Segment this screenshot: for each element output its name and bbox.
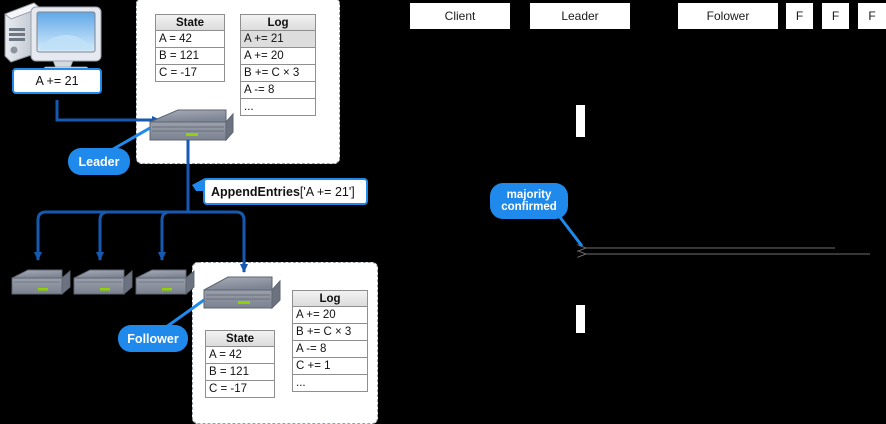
leader-log-entry: B += C × 3 xyxy=(240,65,316,82)
follower-log-entry: B += C × 3 xyxy=(292,324,368,341)
lifeline-label: F xyxy=(831,9,840,23)
desktop-computer-icon xyxy=(4,2,102,73)
leader-log-entry: ... xyxy=(240,99,316,116)
lifeline-header-follower[interactable]: Folower xyxy=(678,3,778,29)
follower-state-table: State A = 42 B = 121 C = -17 xyxy=(205,330,275,398)
majority-callout-line-1: majority xyxy=(506,189,552,201)
leader-log-table: Log A += 21 A += 20 B += C × 3 A -= 8 ..… xyxy=(240,14,316,116)
follower-state-row: C = -17 xyxy=(205,381,275,398)
majority-callout-line-2: confirmed xyxy=(501,201,557,213)
rpc-name: AppendEntries xyxy=(211,184,300,199)
leader-state-row: A = 42 xyxy=(155,31,225,48)
follower-state-row: B = 121 xyxy=(205,364,275,381)
leader-activation-bar-1 xyxy=(576,105,585,137)
follower-log-table: Log A += 20 B += C × 3 A -= 8 C += 1 ... xyxy=(292,290,368,392)
lifeline-label: Leader xyxy=(561,9,599,23)
follower-log-header: Log xyxy=(292,290,368,307)
leader-state-table: State A = 42 B = 121 C = -17 xyxy=(155,14,225,82)
append-entries-fanout xyxy=(34,210,248,273)
follower-server-icon-detail xyxy=(203,276,281,310)
lifeline-label: F xyxy=(795,9,804,23)
follower-state-header: State xyxy=(205,330,275,347)
follower-server-icon-2 xyxy=(73,269,133,295)
leader-server-icon xyxy=(149,109,234,142)
follower-server-icon-3 xyxy=(135,269,195,295)
lifeline-label: Folower xyxy=(706,9,750,23)
leader-log-entry: A += 21 xyxy=(240,31,316,48)
leader-state-header: State xyxy=(155,14,225,31)
follower-tag-label: Follower xyxy=(127,331,179,346)
lifeline-label: Client xyxy=(444,9,476,23)
follower-server-icon-1 xyxy=(11,269,71,295)
client-request-box: A += 21 xyxy=(12,68,102,94)
lifeline-header-follower-3[interactable]: F xyxy=(822,3,849,29)
lifeline-header-client[interactable]: Client xyxy=(410,3,510,29)
follower-log-entry: ... xyxy=(292,375,368,392)
leader-activation-bar-2 xyxy=(576,305,585,333)
lifeline-label: F xyxy=(868,9,876,23)
sequence-messages xyxy=(586,248,870,254)
follower-log-entry: A -= 8 xyxy=(292,341,368,358)
leader-tag-label: Leader xyxy=(78,154,120,169)
follower-log-entry: A += 20 xyxy=(292,307,368,324)
rpc-args: ['A += 21'] xyxy=(299,184,355,199)
leader-state-row: B = 121 xyxy=(155,48,225,65)
leader-state-row: C = -17 xyxy=(155,65,225,82)
client-request-label: A += 21 xyxy=(35,74,79,88)
lifeline-header-follower-4[interactable]: F xyxy=(858,3,886,29)
leader-tag: Leader xyxy=(68,148,130,175)
lifeline-header-follower-2[interactable]: F xyxy=(786,3,813,29)
leader-log-entry: A += 20 xyxy=(240,48,316,65)
follower-tag: Follower xyxy=(118,325,188,352)
leader-log-header: Log xyxy=(240,14,316,31)
append-entries-box: AppendEntries['A += 21'] xyxy=(203,178,368,205)
leader-log-entry: A -= 8 xyxy=(240,82,316,99)
follower-state-row: A = 42 xyxy=(205,347,275,364)
lifeline-header-leader[interactable]: Leader xyxy=(530,3,630,29)
client-request-arrow xyxy=(55,100,161,124)
follower-log-entry: C += 1 xyxy=(292,358,368,375)
majority-confirmed-callout: majority confirmed xyxy=(490,183,568,219)
